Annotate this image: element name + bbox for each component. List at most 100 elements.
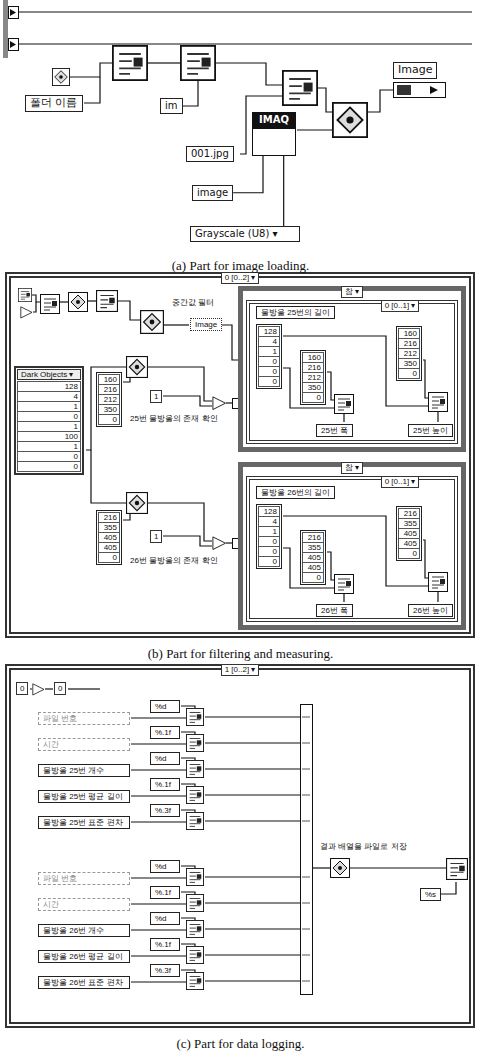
enum-label: Dark Objects ▾ — [17, 369, 81, 380]
format-string-constant: %d — [150, 912, 180, 925]
imaq-create-vi: IMAQ — [252, 112, 296, 156]
node-text: %d — [155, 754, 175, 763]
vi-icon — [97, 291, 118, 312]
indicator-label: 물방울 26번 표준 편차 — [38, 976, 130, 989]
cluster-element: 0 — [17, 461, 81, 472]
wire-label: 결과 배열을 파일로 저장 — [318, 842, 409, 851]
string-constant: image — [192, 185, 233, 201]
wire — [30, 688, 32, 689]
wire — [18, 11, 472, 12]
wire — [86, 367, 126, 450]
wire — [181, 866, 195, 868]
node-text: 파일 번호 — [43, 874, 125, 883]
vi-icon — [186, 894, 203, 911]
format-string-constant: %.1f — [150, 778, 180, 791]
array-element: 0 — [398, 368, 420, 379]
wire — [343, 594, 344, 602]
numeric-constant: 0 — [16, 682, 28, 695]
vi-label: 25번 물방울의 존재 확인 — [128, 414, 220, 423]
frame-label: 0 [0..1] ▾ — [381, 476, 420, 488]
node-text: 시간 — [43, 740, 125, 749]
node-text: Image — [195, 320, 217, 329]
format-string-constant: %.3f — [150, 964, 180, 977]
sequence-frame: 0 [0..2] ▾중간값 필터ImageDark Objects ▾12841… — [5, 272, 475, 638]
image-terminal — [394, 83, 446, 98]
node-text: 물방울 26번 평균 길이 — [43, 952, 125, 961]
caption-row: (b) Part for filtering and measuring. — [0, 643, 481, 662]
vi-icon — [213, 537, 226, 550]
indicator-label: 시간 — [38, 738, 130, 751]
vi-icon — [335, 395, 354, 414]
vi-icon — [52, 68, 69, 85]
cluster-constant: Dark Objects ▾1284101100100 — [14, 366, 84, 475]
wire — [163, 536, 212, 546]
build-array-node — [302, 717, 310, 981]
node-text: 25번 물방울의 존재 확인 — [130, 414, 218, 423]
format-string-constant: %d — [150, 860, 180, 873]
wire — [118, 301, 140, 320]
node-text: 물방울 26번 개수 — [43, 926, 125, 935]
vi-icon — [186, 868, 203, 885]
wire — [32, 295, 40, 302]
figure-caption: (b) Part for filtering and measuring. — [148, 646, 334, 661]
sequence-frame: 0 [0..1] ▾물방울 26번의 길이1284100021635540540… — [246, 476, 458, 622]
vi-icon — [127, 357, 148, 378]
wire — [181, 732, 195, 734]
frame-edge — [3, 0, 8, 58]
node-text: 중간값 필터 — [172, 298, 214, 307]
indicator-label: 시간 — [38, 898, 130, 911]
image-terminal — [397, 85, 411, 95]
wire-label: Image — [190, 318, 222, 331]
wire — [68, 688, 100, 689]
array-element: 0 — [98, 414, 120, 425]
vi-icon — [113, 46, 147, 80]
wire — [181, 970, 195, 972]
wire — [60, 301, 68, 302]
vi-icon — [331, 859, 350, 878]
wire — [440, 882, 456, 894]
tunnel-terminal — [9, 7, 19, 19]
vi-icon — [429, 573, 448, 592]
caption-row: (c) Part for data logging. — [0, 1033, 481, 1052]
wire — [205, 902, 300, 903]
vi-icon — [283, 71, 317, 105]
figure-caption: (a) Part for image loading. — [172, 258, 310, 273]
array-element: 0 — [398, 548, 420, 559]
wire — [318, 88, 332, 112]
node-text: %.3f — [155, 966, 175, 975]
image-terminal — [394, 83, 446, 98]
node-text: 25번 높이 — [413, 426, 448, 435]
vi-icon — [186, 786, 203, 803]
node-text: %d — [155, 914, 175, 923]
vi-icon — [186, 920, 203, 937]
node-text: %d — [155, 702, 175, 711]
sequence-frame: 0 [0..1] ▾물방울 25번의 길이1284100016021621235… — [246, 300, 458, 444]
frame-label: 0 [0..1] ▾ — [381, 300, 420, 312]
node-text: %d — [155, 862, 175, 871]
vi-icon — [186, 946, 203, 963]
vi-icon — [41, 295, 60, 314]
node-text: Image — [398, 64, 432, 77]
wire — [18, 12, 472, 154]
vi-icon — [333, 103, 367, 137]
sequence-frame: 1 [0..2] ▾00파일 번호%d시간%.1f물방울 25번 개수%d물방울… — [5, 664, 475, 1028]
wire — [437, 592, 438, 602]
wire — [33, 302, 36, 312]
indicator-terminal: 25번 높이 — [408, 424, 453, 437]
wire — [70, 63, 112, 77]
array-constant: 1602162123500 — [96, 372, 122, 427]
wire — [437, 412, 438, 422]
tunnel-terminal — [9, 39, 19, 51]
wire — [181, 892, 195, 894]
node-text: 물방울 25번의 길이 — [261, 308, 330, 317]
wire — [327, 552, 334, 580]
case-selector-label: 참 ▾ — [341, 462, 363, 474]
vi-icon — [18, 288, 31, 301]
string-label: 물방울 25번의 길이 — [256, 306, 335, 319]
node-text: 0 — [58, 684, 62, 693]
wire — [181, 758, 195, 760]
wire — [148, 503, 212, 541]
wire — [181, 706, 195, 708]
vi-icon — [213, 397, 226, 410]
wire — [91, 450, 126, 503]
